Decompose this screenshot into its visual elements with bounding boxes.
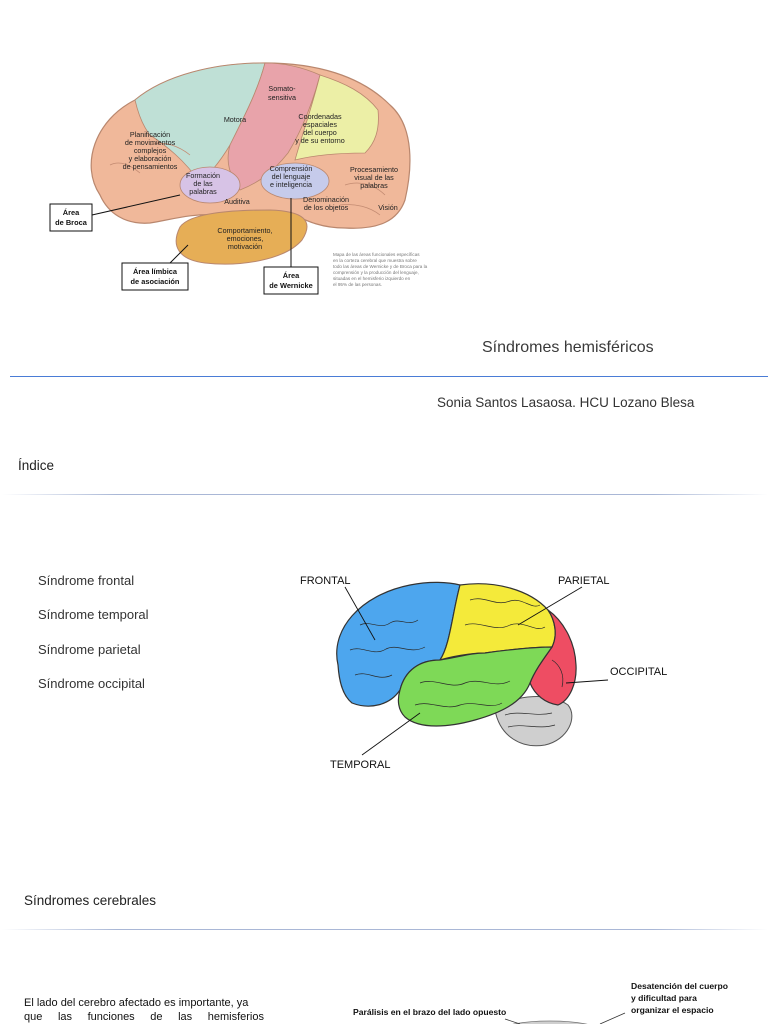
lobe-label-occipital: OCCIPITAL bbox=[610, 666, 667, 678]
label-comp-2: del lenguaje bbox=[272, 172, 311, 181]
caption-line-2: en la corteza cerebral que muestra sobre bbox=[333, 258, 417, 263]
label-coord-3: del cuerpo bbox=[303, 128, 337, 137]
index-item-temporal: Síndrome temporal bbox=[38, 607, 149, 622]
callout-wernicke-1: Área bbox=[283, 271, 300, 280]
callout-broca-arrow bbox=[91, 194, 181, 216]
label-desat-1: Desatención del cuerpo bbox=[631, 981, 728, 991]
index-item-frontal: Síndrome frontal bbox=[38, 573, 135, 588]
label-desat-2: y dificultad para bbox=[631, 993, 697, 1003]
slide-3-paragraph: El lado del cerebro afectado es importan… bbox=[24, 996, 264, 1024]
slide-2-divider bbox=[2, 494, 768, 495]
label-comport-2: emociones, bbox=[227, 234, 264, 243]
index-item-parietal: Síndrome parietal bbox=[38, 642, 141, 657]
label-denom-1: Denominación bbox=[303, 195, 349, 204]
slide-1-divider bbox=[10, 376, 768, 377]
label-somato-2: sensitiva bbox=[268, 93, 296, 102]
paragraph-line-2: que las funciones de las hemisferios bbox=[24, 1011, 264, 1023]
lobe-pointer-frontal bbox=[344, 586, 376, 641]
paragraph-line-1: El lado del cerebro afectado es importan… bbox=[24, 997, 249, 1009]
label-paralisis: Parálisis en el brazo del lado opuesto bbox=[353, 1007, 506, 1017]
slide-1-title: Síndromes hemisféricos bbox=[482, 339, 654, 356]
label-proc-2: visual de las bbox=[354, 173, 394, 182]
lobe-pointer-parietal bbox=[517, 586, 583, 626]
label-planif-4: y elaboración bbox=[129, 154, 172, 163]
callout-broca-1: Área bbox=[63, 208, 80, 217]
caption-line-6: el 95% de las personas. bbox=[333, 282, 382, 287]
callout-broca-box bbox=[49, 203, 93, 232]
callout-broca-2: de Broca bbox=[55, 218, 88, 227]
caption-line-1: Mapa de las áreas funcionales específica… bbox=[333, 252, 420, 257]
callout-limbica-arrow bbox=[169, 244, 189, 264]
label-comport-1: Comportamiento, bbox=[217, 226, 272, 235]
label-coord-4: y de su entorno bbox=[295, 136, 345, 145]
callout-wernicke-2: de Wernicke bbox=[269, 281, 312, 290]
index-item-occipital: Síndrome occipital bbox=[38, 676, 145, 691]
author-line: Sonia Santos Lasaosa. HCU Lozano Blesa bbox=[437, 395, 695, 410]
cerebellum-shape bbox=[494, 696, 573, 747]
callout-limbica-1: Área límbica bbox=[133, 267, 178, 276]
caption-line-5: situadas en el hemisferio izquierdo en bbox=[333, 276, 411, 281]
label-comp-1: Comprensión bbox=[270, 164, 313, 173]
slide-3-title: Síndromes cerebrales bbox=[24, 893, 157, 908]
lobe-label-temporal: TEMPORAL bbox=[330, 759, 391, 771]
label-vision: Visión bbox=[378, 203, 397, 212]
caption-line-4: comprensión y la producción del lenguaje… bbox=[333, 270, 419, 275]
lobe-pointer-occipital bbox=[565, 679, 609, 684]
temporal-lobe-shape bbox=[397, 646, 554, 727]
label-proc-3: palabras bbox=[360, 181, 388, 190]
label-motora: Motora bbox=[224, 115, 246, 124]
label-denom-2: de los objetos bbox=[304, 203, 349, 212]
label-somato-1: Somato- bbox=[268, 84, 296, 93]
label-planif-5: de pensamientos bbox=[123, 162, 178, 171]
pointer-desat bbox=[599, 1012, 626, 1024]
label-form-3: palabras bbox=[189, 187, 217, 196]
label-auditiva: Auditiva bbox=[224, 197, 250, 206]
label-comp-3: e inteligencia bbox=[270, 180, 312, 189]
label-planif-1: Planificación bbox=[130, 130, 170, 139]
slide-3-divider bbox=[2, 929, 768, 930]
callout-limbica-2: de asociación bbox=[131, 277, 180, 286]
label-planif-3: complejos bbox=[134, 146, 167, 155]
slide-2-title: Índice bbox=[18, 458, 55, 473]
brain-top-outline bbox=[512, 1020, 588, 1024]
brain-effects-figure: Parálisis en el brazo del lado opuesto D… bbox=[353, 981, 728, 1024]
label-desat-3: organizar el espacio bbox=[631, 1005, 714, 1015]
brain-functional-areas-figure: Motora Somato- sensitiva Planificación d… bbox=[49, 62, 428, 295]
lobe-label-parietal: PARIETAL bbox=[558, 575, 610, 587]
label-planif-2: de movimientos bbox=[125, 138, 176, 147]
label-form-2: de las bbox=[193, 179, 213, 188]
lobe-label-frontal: FRONTAL bbox=[300, 575, 351, 587]
label-coord-2: espaciales bbox=[303, 120, 337, 129]
caption-line-3: todo las áreas de Wernicke y de Broca pa… bbox=[333, 264, 428, 269]
lobe-pointer-temporal bbox=[361, 712, 421, 756]
label-coord-1: Coordenadas bbox=[298, 112, 342, 121]
label-form-1: Formación bbox=[186, 171, 220, 180]
brain-lobes-figure: FRONTAL PARIETAL OCCIPITAL TEMPORAL bbox=[300, 575, 667, 771]
label-proc-1: Procesamiento bbox=[350, 165, 398, 174]
callout-limbica-box bbox=[121, 262, 189, 291]
label-comport-3: motivación bbox=[228, 242, 262, 251]
pointer-paralisis bbox=[504, 1018, 521, 1024]
